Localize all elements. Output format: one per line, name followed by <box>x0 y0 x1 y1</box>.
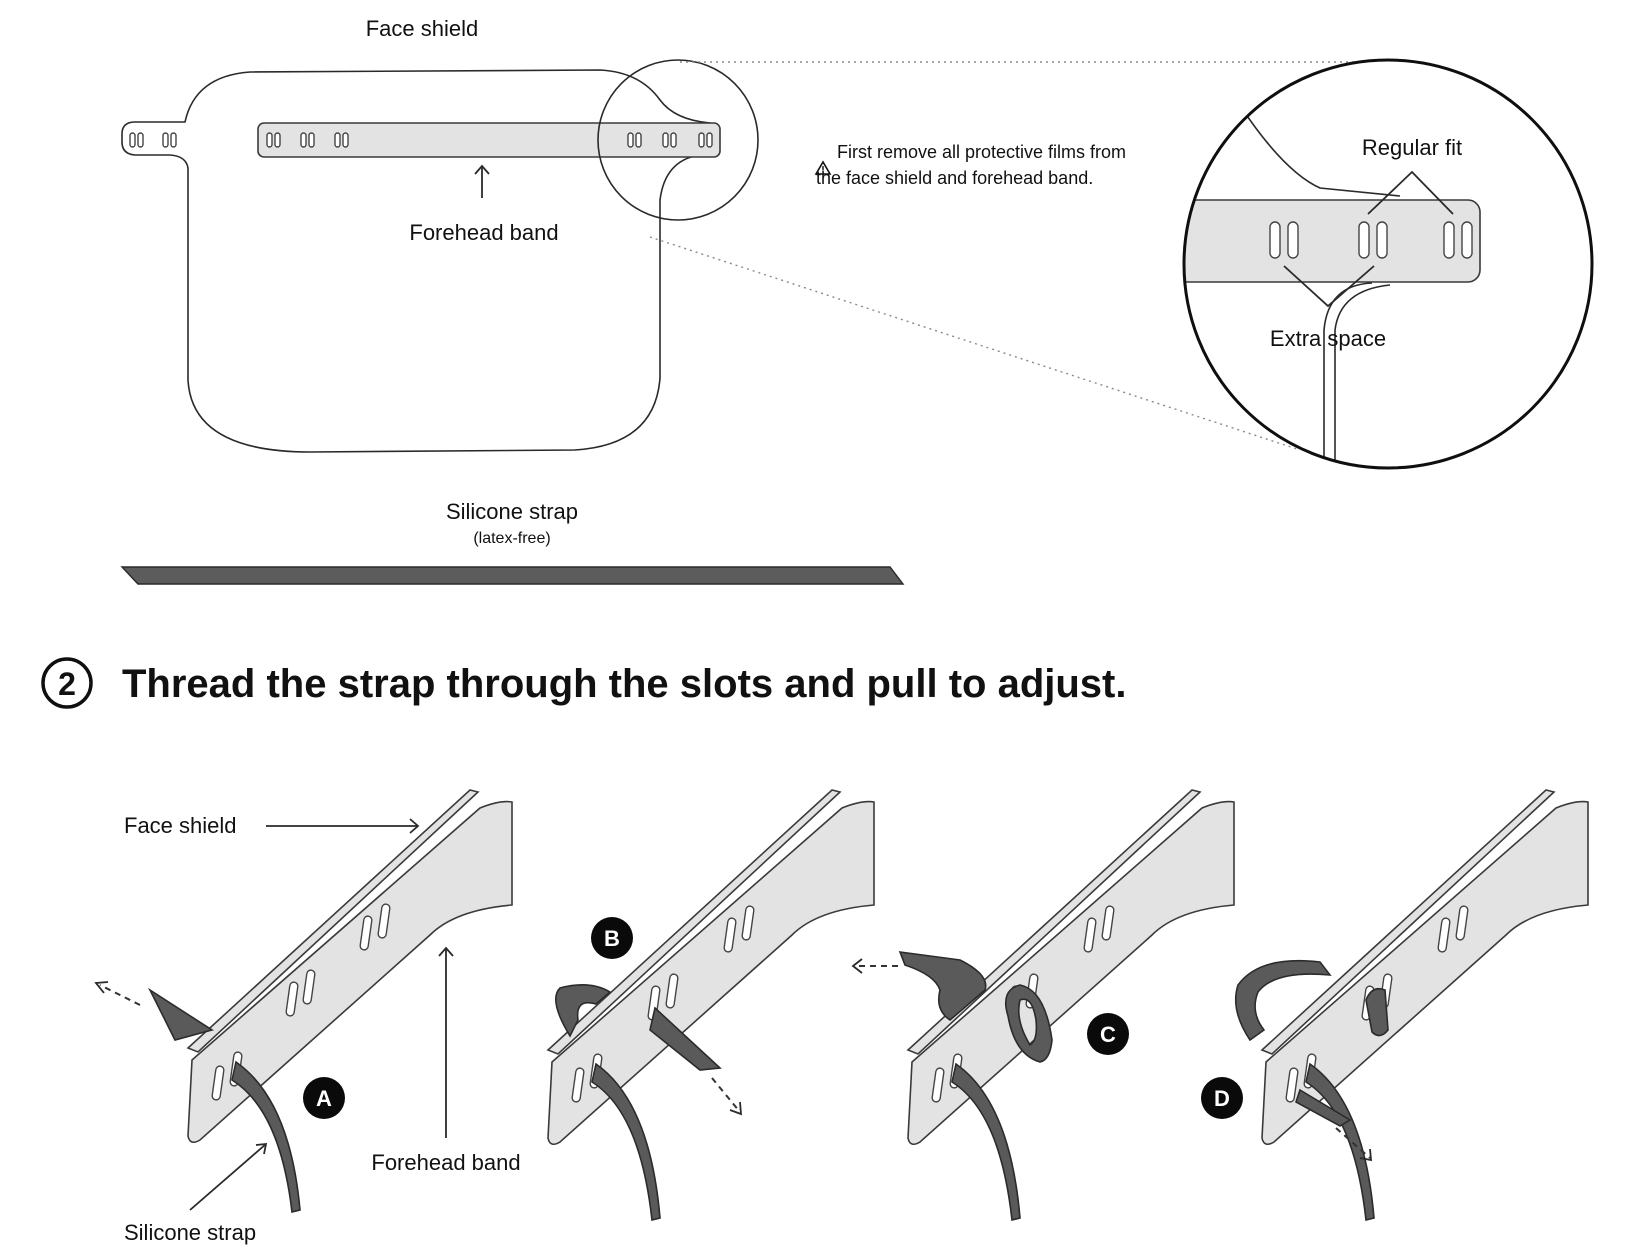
warning-triangle-icon <box>814 160 832 175</box>
badge-b <box>591 917 633 959</box>
step-title: Thread the strap through the slots and p… <box>122 662 1126 706</box>
panel-b-strap-loop <box>554 984 612 1038</box>
zoom-slots <box>1269 221 1473 259</box>
silicone-strap-overview: Silicone strap (latex-free) <box>120 499 905 585</box>
regular-fit-pointer <box>1367 170 1454 215</box>
magnify-source-circle <box>597 59 759 221</box>
panel-a-forehead-band <box>187 800 513 1144</box>
badge-d-letter: D <box>1214 1086 1230 1111</box>
panel-face-shield-label: Face shield <box>124 813 237 838</box>
panel-b-forehead-band <box>547 800 875 1146</box>
step-number-circle <box>41 657 93 709</box>
zoom-detail: Regular fit Extra space <box>1182 58 1594 470</box>
face-shield-pointer <box>266 818 420 834</box>
zoom-circle <box>1182 58 1594 470</box>
silicone-strap-label: Silicone strap <box>446 499 578 524</box>
badge-c <box>1087 1013 1129 1055</box>
panel-b-shield-plate <box>546 789 842 1055</box>
pull-arrow-d <box>1335 1127 1373 1162</box>
zoom-forehead-band <box>1184 199 1481 283</box>
badge-b-letter: B <box>604 926 620 951</box>
warning-note: First remove all protective films from t… <box>814 142 1126 188</box>
panel-b-strap <box>591 1062 661 1221</box>
panel-d-shield-plate <box>1260 789 1556 1055</box>
panel-d-forehead-band <box>1261 800 1589 1146</box>
pull-arrow-b <box>711 1077 743 1116</box>
panel-c-strap <box>951 1062 1021 1221</box>
face-shield-outline <box>121 69 712 453</box>
panel-forehead-band-label: Forehead band <box>371 1150 520 1175</box>
panel-a-strap-tail <box>147 987 214 1041</box>
face-shield-overview: Face shield <box>121 16 1370 453</box>
forehead-band-arrow <box>474 164 490 198</box>
panel-b-slots <box>571 905 755 1103</box>
silicone-strap-pointer <box>189 1142 268 1211</box>
badge-d <box>1201 1077 1243 1119</box>
panel-c-strap-top <box>898 951 987 1022</box>
badge-a <box>303 1077 345 1119</box>
forehead-band-label: Forehead band <box>409 220 558 245</box>
pull-arrow-a <box>94 981 141 1006</box>
panel-d-strap-loop <box>1365 987 1389 1037</box>
zoom-shield-edge-bottom <box>1334 284 1391 468</box>
panel-d-strap-wrap <box>1234 959 1332 1042</box>
regular-fit-label: Regular fit <box>1362 135 1462 160</box>
extra-space-pointer <box>1283 265 1375 308</box>
zoom-connector-bottom <box>649 236 1301 451</box>
forehead-band-pointer <box>438 946 454 1138</box>
panel-c-forehead-band <box>907 800 1235 1146</box>
panel-d: D <box>1201 789 1589 1221</box>
panel-d-strap <box>1305 1062 1375 1221</box>
ear-tab-slots <box>129 132 177 148</box>
panel-a: Face shield Forehead band <box>94 789 521 1245</box>
extra-space-label: Extra space <box>1270 326 1386 351</box>
panel-c-strap-loop <box>1004 984 1053 1063</box>
warning-text-line1: First remove all protective films from <box>837 142 1126 162</box>
face-shield-label: Face shield <box>366 16 479 41</box>
badge-a-letter: A <box>316 1086 332 1111</box>
warning-text-line2: the face shield and forehead band. <box>816 168 1093 188</box>
zoom-shield-edge-inner <box>1323 282 1373 468</box>
panel-b-strap-tail <box>649 1006 722 1071</box>
panel-a-shield-plate <box>186 789 480 1053</box>
silicone-strap-shape <box>120 566 905 585</box>
badge-c-letter: C <box>1100 1022 1116 1047</box>
step-number: 2 <box>58 666 76 702</box>
pull-arrow-c <box>851 958 898 974</box>
panel-c: C <box>851 789 1235 1221</box>
forehead-band <box>257 122 721 158</box>
silicone-strap-note: (latex-free) <box>473 530 550 547</box>
panel-d-strap-tail <box>1295 1088 1352 1127</box>
panel-silicone-strap-label: Silicone strap <box>124 1220 256 1245</box>
panel-a-strap <box>231 1060 301 1213</box>
panel-b: B <box>546 789 875 1221</box>
step-header: 2 Thread the strap through the slots and… <box>41 657 1126 709</box>
